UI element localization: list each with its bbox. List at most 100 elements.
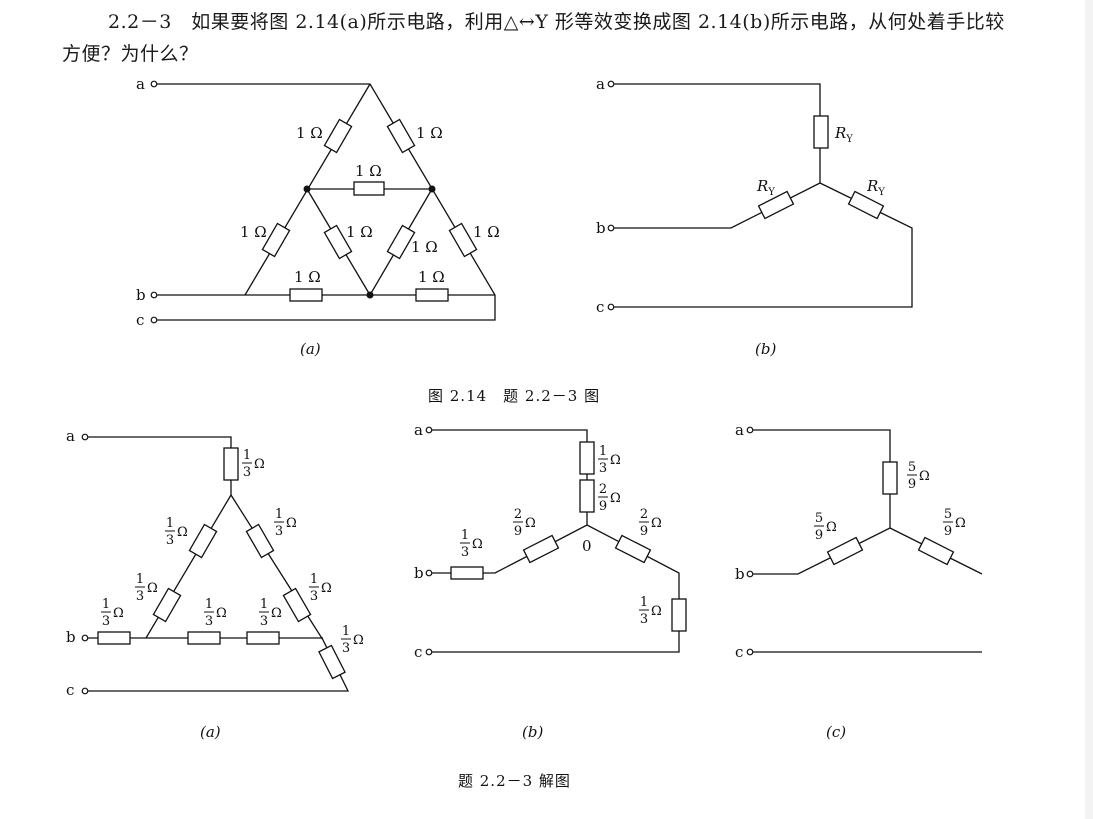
- fraction-numerator: 2: [514, 507, 522, 522]
- junction-dot: [303, 185, 311, 193]
- figure-caption: 图 2.14 题 2.2－3 图: [428, 387, 600, 405]
- fraction-label: 59Ω: [943, 507, 966, 539]
- fraction-label: 13Ω: [165, 516, 188, 548]
- fraction-label: 2 9Ω: [513, 507, 536, 539]
- resistor: [882, 461, 898, 495]
- fraction-numerator: 1: [310, 572, 318, 587]
- fraction-unit: Ω: [610, 491, 621, 506]
- fraction-label: 13Ω: [309, 572, 332, 604]
- fraction-label: 13Ω: [341, 624, 364, 656]
- terminal-circle: [81, 687, 89, 695]
- fraction-numerator: 1: [461, 528, 469, 543]
- fraction-numerator: 1: [205, 597, 213, 612]
- fraction-unit: Ω: [472, 537, 483, 552]
- fraction-denominator: 3: [275, 524, 283, 539]
- fraction-unit: Ω: [286, 516, 297, 531]
- fraction-label: 59Ω: [814, 511, 837, 543]
- subfigure-label: (b): [755, 340, 776, 358]
- terminal-circle: [81, 634, 89, 642]
- terminal-circle: [746, 570, 754, 578]
- resistor-label: 1 Ω: [418, 268, 445, 286]
- fraction-unit: Ω: [919, 469, 930, 484]
- fraction-denominator: 3: [205, 614, 213, 629]
- resistor-label: 1 Ω: [346, 223, 373, 241]
- terminal-label-a: a: [735, 421, 744, 439]
- fraction-unit: Ω: [826, 520, 837, 535]
- fraction-label: 13Ω: [204, 597, 227, 629]
- fraction-numerator: 1: [260, 597, 268, 612]
- resistor: [282, 587, 312, 623]
- terminal-circle: [425, 648, 433, 656]
- fraction-unit: Ω: [147, 581, 158, 596]
- terminal-circle: [746, 648, 754, 656]
- resistor-label: 1 Ω: [355, 162, 382, 180]
- terminal-circle: [150, 291, 158, 299]
- terminal-circle: [81, 433, 89, 441]
- fraction-unit: Ω: [177, 525, 188, 540]
- resistor: [917, 536, 955, 566]
- fig-214a: a b c 1 Ω 1 Ω 1 Ω 1 Ω 1 Ω 1 Ω 1 Ω 1 Ω 1 …: [136, 75, 500, 358]
- terminal-label-c: c: [66, 681, 74, 699]
- resistor: [323, 224, 353, 260]
- resistor: [353, 181, 385, 196]
- fraction-unit: Ω: [651, 516, 662, 531]
- resistor: [579, 441, 595, 475]
- resistor: [188, 523, 218, 559]
- subfigure-label: (a): [300, 340, 321, 358]
- solution-caption: 题 2.2－3 解图: [458, 772, 571, 790]
- resistor: [97, 631, 131, 645]
- terminal-label-b: b: [596, 219, 606, 237]
- resistor-label: 1 Ω: [240, 223, 267, 241]
- fraction-denominator: 3: [102, 614, 110, 629]
- resistor: [415, 288, 449, 302]
- fraction-label: 13Ω: [598, 444, 621, 476]
- fraction-denominator: 9: [514, 524, 522, 539]
- solution-b: a b c 0 (b): [414, 421, 687, 741]
- resistor: [289, 288, 323, 302]
- fraction-unit: Ω: [525, 516, 536, 531]
- terminal-circle: [150, 80, 158, 88]
- subfigure-label: (b): [522, 723, 543, 741]
- fraction-numerator: 2: [599, 482, 607, 497]
- resistor: [450, 566, 484, 580]
- node-label: 0: [582, 537, 592, 555]
- junction-dot: [428, 185, 436, 193]
- resistor: [245, 523, 275, 559]
- fraction-denominator: 9: [599, 499, 607, 514]
- resistor: [757, 190, 795, 220]
- fraction-label: 13Ω: [639, 595, 662, 627]
- terminal-label-c: c: [596, 298, 604, 316]
- fraction-numerator: 1: [136, 572, 144, 587]
- fraction-label: 13Ω: [460, 528, 483, 560]
- solution-a: a b c (a): [66, 427, 350, 741]
- fraction-numerator: 1: [342, 624, 350, 639]
- terminal-label-a: a: [136, 75, 145, 93]
- fraction-label: 13Ω: [101, 597, 124, 629]
- terminal-label-b: b: [136, 286, 146, 304]
- terminal-label-c: c: [136, 311, 144, 329]
- fraction-label: 29Ω: [639, 507, 662, 539]
- terminal-label-a: a: [414, 421, 423, 439]
- fraction-denominator: 3: [599, 461, 607, 476]
- terminal-circle: [425, 426, 433, 434]
- fraction-unit: Ω: [113, 606, 124, 621]
- fraction-unit: Ω: [651, 604, 662, 619]
- fraction-numerator: 1: [599, 444, 607, 459]
- fraction-denominator: 9: [944, 524, 952, 539]
- resistor: [847, 190, 885, 220]
- resistor: [386, 118, 416, 154]
- resistor: [579, 479, 595, 513]
- junction-dot: [366, 291, 374, 299]
- fraction-denominator: 3: [342, 641, 350, 656]
- fig-214b: a b c RY RY RY (b): [596, 75, 913, 358]
- fraction-unit: Ω: [321, 581, 332, 596]
- fraction-denominator: 3: [136, 589, 144, 604]
- fraction-denominator: 3: [260, 614, 268, 629]
- fraction-labels: 13Ω13Ω13Ω13Ω13Ω13Ω13Ω13Ω13Ω13Ω29Ω13Ω29Ω2…: [101, 444, 966, 656]
- fraction-numerator: 1: [640, 595, 648, 610]
- fraction-label: 13Ω: [274, 507, 297, 539]
- fraction-unit: Ω: [271, 606, 282, 621]
- resistor: [152, 587, 182, 623]
- resistor: [522, 534, 560, 564]
